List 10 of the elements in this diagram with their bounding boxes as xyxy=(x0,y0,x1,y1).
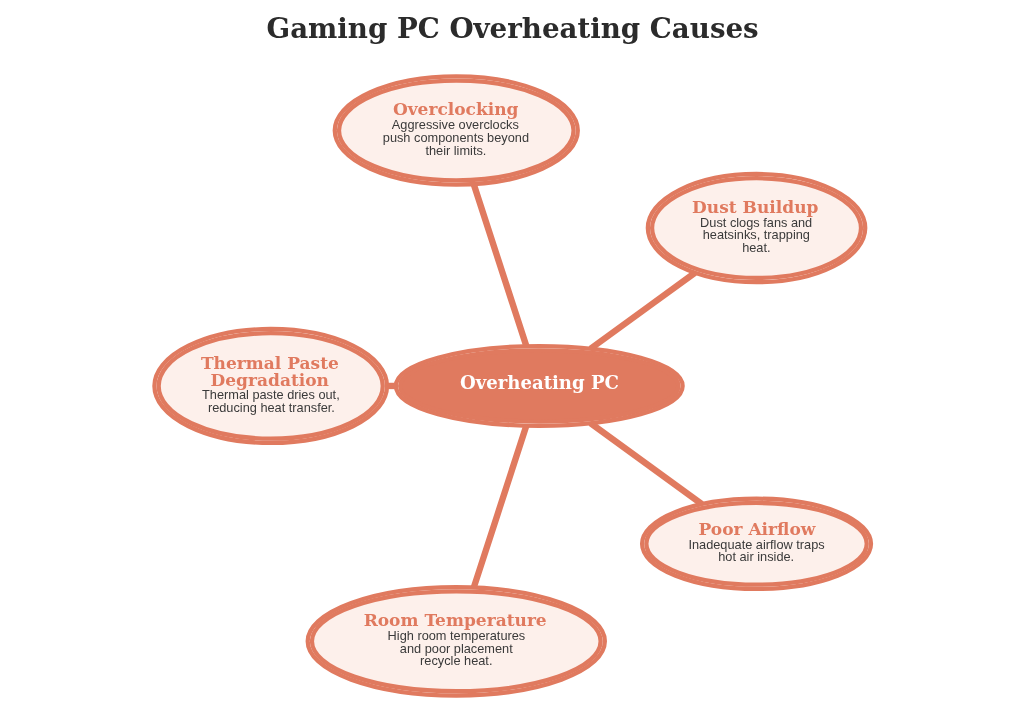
node-ellipse: Overheating PC xyxy=(393,343,685,428)
node-ellipse: Poor Airflow Inadequate airflow traps hot air inside. xyxy=(639,496,873,592)
node-ellipse: Overclocking Aggressive overclocks push components beyond their limits. xyxy=(332,74,580,187)
node-ellipse: Dust Buildup Dust clogs fans and heatsinks, trapping heat. xyxy=(645,171,867,285)
connector xyxy=(386,382,396,390)
connector xyxy=(470,424,529,589)
node-ellipse: Room Temperature High room temperatures and poor placement recycle heat. xyxy=(305,585,607,698)
diagram-title: Gaming PC Overheating Causes xyxy=(266,12,759,46)
connector xyxy=(470,183,529,348)
node-ellipse: Thermal Paste Degradation Thermal paste dries out, reducing heat transfer. xyxy=(151,326,389,446)
